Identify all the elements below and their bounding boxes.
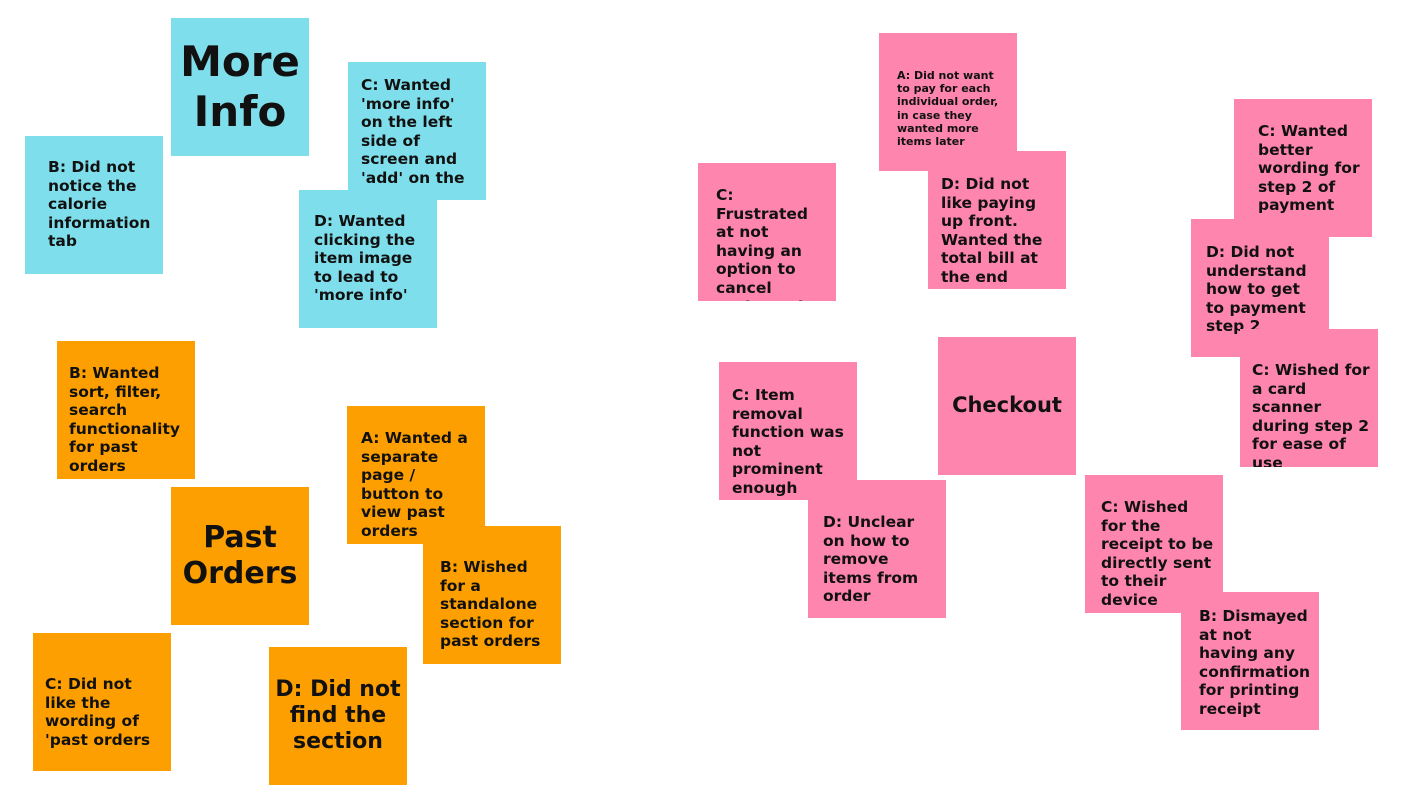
sticky-note[interactable]: B: Wished for a standalone section for p… — [423, 526, 561, 664]
sticky-note[interactable]: A: Wanted a separate page / button to vi… — [347, 406, 485, 544]
sticky-note[interactable]: B: Dismayed at not having any confirmati… — [1181, 592, 1319, 730]
note-text: C: Wanted better wording for step 2 of p… — [1258, 122, 1360, 215]
sticky-note[interactable]: A: Did not want to pay for each individu… — [879, 33, 1017, 171]
note-text: B: Wanted sort, filter, search functiona… — [69, 364, 181, 475]
note-text: C: Item removal function was not promine… — [732, 386, 844, 497]
note-text: D: Unclear on how to remove items from o… — [823, 513, 919, 606]
sticky-note[interactable]: C: Wished for the receipt to be directly… — [1085, 475, 1223, 613]
note-text: C: Wanted 'more info' on the left side o… — [361, 76, 465, 200]
note-text: D: Did not understand how to get to paym… — [1206, 243, 1307, 336]
sticky-note[interactable]: D: Wanted clicking the item image to lea… — [299, 190, 437, 328]
sticky-note[interactable]: C: Wanted 'more info' on the left side o… — [348, 62, 486, 200]
sticky-note[interactable]: C: Did not like the wording of 'past ord… — [33, 633, 171, 771]
sticky-note[interactable]: B: Wanted sort, filter, search functiona… — [57, 341, 195, 479]
note-text: C: Wished for a card scanner during step… — [1252, 361, 1370, 467]
note-text: B: Did not notice the calorie informatio… — [48, 158, 151, 251]
note-text: B: Wished for a standalone section for p… — [440, 558, 541, 651]
note-text: C: Frustrated at not having an option to… — [716, 186, 821, 301]
note-text: More Info — [180, 37, 300, 136]
sticky-note[interactable]: D: Did not find the section — [269, 647, 407, 785]
sticky-note-more-info-title[interactable]: More Info — [171, 18, 309, 156]
sticky-note[interactable]: D: Unclear on how to remove items from o… — [808, 480, 946, 618]
note-text: Past Orders — [182, 520, 298, 591]
note-text: A: Did not want to pay for each individu… — [897, 69, 999, 148]
sticky-note[interactable]: B: Did not notice the calorie informatio… — [25, 136, 163, 274]
note-text: Checkout — [952, 393, 1062, 418]
sticky-note[interactable]: C: Wanted better wording for step 2 of p… — [1234, 99, 1372, 237]
note-text: C: Did not like the wording of 'past ord… — [45, 675, 151, 749]
note-text: B: Dismayed at not having any confirmati… — [1199, 607, 1311, 718]
note-text: D: Did not find the section — [275, 677, 401, 754]
sticky-note[interactable]: D: Did not like paying up front. Wanted … — [928, 151, 1066, 289]
sticky-note-past-orders-title[interactable]: Past Orders — [171, 487, 309, 625]
sticky-note[interactable]: C: Frustrated at not having an option to… — [698, 163, 836, 301]
note-text: D: Did not like paying up front. Wanted … — [941, 175, 1043, 286]
note-text: A: Wanted a separate page / button to vi… — [361, 429, 468, 540]
note-text: D: Wanted clicking the item image to lea… — [314, 212, 416, 305]
sticky-note-checkout-title[interactable]: Checkout — [938, 337, 1076, 475]
sticky-note[interactable]: C: Wished for a card scanner during step… — [1240, 329, 1378, 467]
sticky-note[interactable]: C: Item removal function was not promine… — [719, 362, 857, 500]
note-text: C: Wished for the receipt to be directly… — [1101, 498, 1214, 609]
